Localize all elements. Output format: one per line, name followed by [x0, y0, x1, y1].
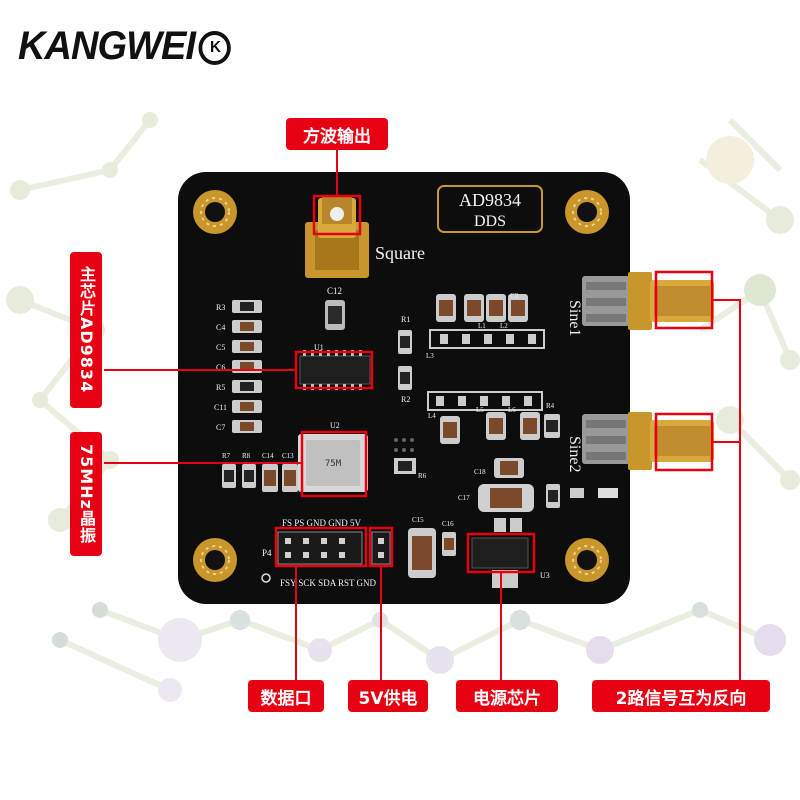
callout-power-chip: 电源芯片	[456, 680, 558, 712]
c15-label: C15	[412, 516, 424, 524]
l6-label: L6	[508, 406, 516, 414]
r5-label: R5	[216, 383, 225, 392]
header-top-labels: FS PS GND GND 5V	[282, 518, 362, 528]
r3-label: R3	[216, 303, 225, 312]
c16-label: C16	[442, 520, 454, 528]
u1-label: U1	[314, 343, 324, 352]
callout-data-port: 数据口	[248, 680, 324, 712]
callout-crystal-text: 75MHz晶振	[77, 444, 96, 544]
callout-two-signals: 2路信号互为反向	[592, 680, 770, 712]
c18-label: C18	[474, 468, 486, 476]
c12-label: C12	[327, 286, 342, 296]
callout-square-output: 方波输出	[286, 118, 388, 150]
chip-badge-line1: AD9834	[459, 190, 521, 210]
callout-crystal: 75MHz晶振	[70, 432, 102, 556]
chip-badge-line2: DDS	[474, 213, 506, 230]
c7-label: C7	[216, 423, 225, 432]
header-bottom-labels: FSY SCK SDA RST GND	[280, 578, 377, 588]
power-regulator-chip	[471, 518, 529, 588]
p4-label: P4	[262, 548, 272, 558]
chip-badge-frame	[437, 185, 543, 233]
l1-label: L1	[478, 322, 486, 330]
l3-label: L3	[426, 352, 434, 360]
c17-label: C17	[458, 494, 470, 502]
square-label: Square	[375, 243, 425, 263]
data-port-highlight	[274, 526, 368, 568]
callout-main-chip: 主芯片AD9834	[70, 252, 102, 408]
l5-label: L5	[476, 406, 484, 414]
left-passives	[232, 300, 262, 433]
crystal-marking: 75M	[325, 459, 342, 469]
mounting-holes	[193, 190, 609, 582]
sine1-sma-connector	[582, 272, 714, 330]
u2-label: U2	[330, 421, 340, 430]
kw-badge-icon: K	[198, 31, 232, 66]
crystal-oscillator: 75M	[298, 434, 368, 492]
callout-power-5v: 5V供电	[348, 680, 428, 712]
l2-label: L2	[500, 322, 508, 330]
filter-row-top	[429, 294, 545, 349]
c14-label: C14	[262, 452, 274, 460]
brand-logo-text: KANGWEI	[18, 24, 196, 68]
c3-label: C3	[510, 292, 519, 300]
main-chip-ad9834	[299, 350, 371, 390]
u3-label: U3	[540, 571, 550, 580]
c5-label: C5	[216, 343, 225, 352]
c11-label: C11	[214, 403, 227, 412]
r7-label: R7	[222, 452, 231, 460]
c13-label: C13	[282, 452, 294, 460]
l4-label: L4	[428, 412, 436, 420]
square-sma-connector	[305, 196, 369, 278]
r2-label: R2	[401, 395, 410, 404]
r6-label: R6	[418, 472, 427, 480]
r8-label: R8	[242, 452, 251, 460]
r4-label: R4	[546, 402, 555, 410]
c6-label: C6	[216, 363, 225, 372]
sine1-label: Sine1	[566, 300, 583, 336]
sine2-sma-connector	[582, 412, 714, 470]
r1-label: R1	[401, 315, 410, 324]
leader-lines	[104, 150, 741, 682]
filter-row-bottom	[427, 391, 560, 444]
data-header-pins	[277, 531, 391, 565]
sine2-label: Sine2	[566, 436, 583, 472]
c4-label: C4	[216, 323, 225, 332]
callout-main-chip-text: 主芯片AD9834	[77, 266, 96, 394]
